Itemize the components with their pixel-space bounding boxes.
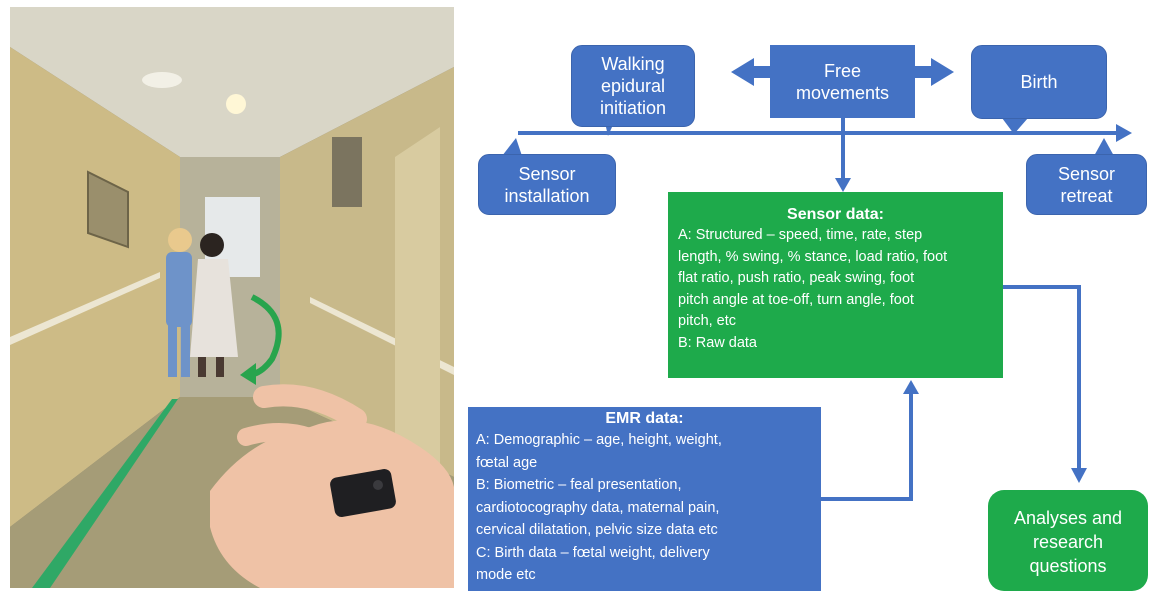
sensor-device-icon [330,469,396,517]
sensor-data-title: Sensor data: [787,206,884,223]
workflow-diagram: Walking epidural initiation Free movemen… [454,0,1156,591]
sensor-installation-line-1: Sensor [518,163,576,184]
person-icon [166,228,192,377]
sensor-data-line: A: Structured – speed, time, rate, step [678,227,923,243]
right-double-arrow [915,58,954,86]
analyses-box: Analyses and research questions [988,490,1148,591]
walking-epidural-callout: Walking epidural initiation [571,45,695,127]
sensor-data-line: length, % swing, % stance, load ratio, f… [678,248,948,265]
emr-to-sensor-arrow [821,392,913,501]
analyses-line-1: Analyses and [1013,507,1123,528]
free-movements-line-1: Free [823,60,861,81]
sensor-retreat-line-2: retreat [1060,185,1113,206]
sensor-installation-line-2: installation [504,185,590,206]
walking-epidural-line-3: initiation [599,98,667,118]
corridor-illustration [10,7,454,588]
walking-epidural-line-1: Walking [601,54,665,74]
free-movements-line-2: movements [795,82,890,103]
sensor-to-analysis-arrow [1003,285,1081,470]
emr-data-line: cervical dilatation, pelvic size data et… [476,522,718,538]
timeline-arrowhead [1116,124,1132,142]
sensor-data-line: pitch angle at toe-off, turn angle, foot [678,291,914,308]
sensor-installation-callout: Sensor installation [478,154,616,215]
sensor-data-line: flat ratio, push ratio, peak swing, foot [678,270,915,286]
hospital-corridor-photo [10,7,454,588]
emr-data-line: mode etc [476,567,536,583]
sensor-data-line: pitch, etc [678,313,737,329]
walking-epidural-line-2: epidural [600,76,666,96]
emr-data-line: B: Biometric – feal presentation, [476,477,682,493]
free-movements-box: Free movements [770,45,915,118]
birth-label: Birth [1020,72,1058,92]
emr-data-line: C: Birth data – fœtal weight, delivery [476,544,710,561]
analyses-line-2: research [1032,531,1103,552]
emr-data-line: cardiotocography data, maternal pain, [476,499,720,516]
sensor-retreat-line-1: Sensor [1057,163,1116,184]
left-double-arrow [731,58,770,86]
emr-data-title: EMR data: [605,410,684,427]
emr-data-line: A: Demographic – age, height, weight, [476,432,722,448]
sensor-data-line: B: Raw data [678,334,757,351]
flow-connectors [502,58,1132,501]
curved-arrow-icon [240,294,282,385]
analyses-line-3: questions [1029,555,1107,576]
sensor-retreat-callout: Sensor retreat [1026,154,1147,215]
birth-callout: Birth [971,45,1107,119]
sensor-data-box: Sensor data: A: Structured – speed, time… [668,192,1003,378]
emr-data-box: EMR data: A: Demographic – age, height, … [468,407,821,591]
emr-data-line: fœtal age [476,454,538,471]
